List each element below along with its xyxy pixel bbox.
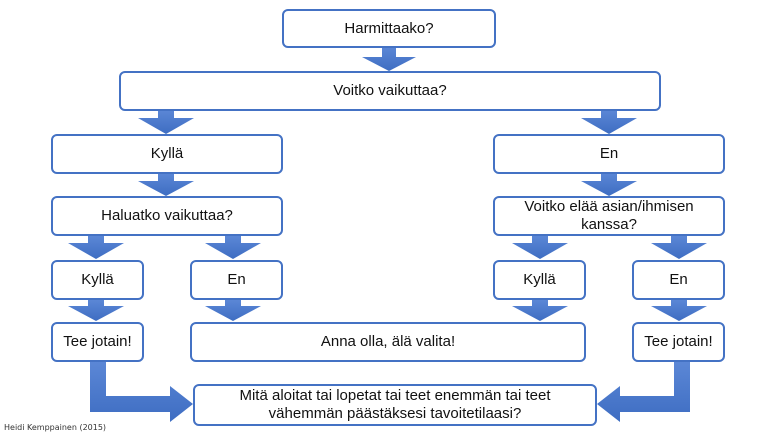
- author-credit: Heidi Kemppainen (2015): [4, 423, 107, 432]
- down-arrow: [138, 173, 194, 196]
- node-right-no: En: [632, 260, 725, 300]
- down-arrow: [138, 110, 194, 134]
- node-voitko-elaa: Voitko elää asian/ihmisen kanssa?: [493, 196, 725, 236]
- node-left-yes: Kyllä: [51, 260, 144, 300]
- node-harmittaako: Harmittaako?: [282, 9, 496, 48]
- node-left-tee-jotain: Tee jotain!: [51, 322, 144, 362]
- down-arrow: [68, 236, 124, 259]
- node-anna-olla: Anna olla, älä valita!: [190, 322, 586, 362]
- node-left-kylla: Kyllä: [51, 134, 283, 174]
- down-arrow: [651, 236, 707, 259]
- bent-arrow-left: [90, 362, 193, 422]
- down-arrow: [581, 173, 637, 196]
- down-arrow: [651, 300, 707, 321]
- node-final-question: Mitä aloitat tai lopetat tai teet enemmä…: [193, 384, 597, 426]
- down-arrow: [581, 110, 637, 134]
- down-arrow: [205, 300, 261, 321]
- down-arrow: [205, 236, 261, 259]
- down-arrow: [362, 47, 416, 71]
- down-arrow: [68, 300, 124, 321]
- node-right-tee-jotain: Tee jotain!: [632, 322, 725, 362]
- down-arrow: [512, 300, 568, 321]
- bent-arrow-right: [597, 362, 690, 422]
- down-arrow: [512, 236, 568, 259]
- node-right-yes: Kyllä: [493, 260, 586, 300]
- node-left-no: En: [190, 260, 283, 300]
- node-haluatko-vaikuttaa: Haluatko vaikuttaa?: [51, 196, 283, 236]
- node-right-en: En: [493, 134, 725, 174]
- node-voitko-vaikuttaa: Voitko vaikuttaa?: [119, 71, 661, 111]
